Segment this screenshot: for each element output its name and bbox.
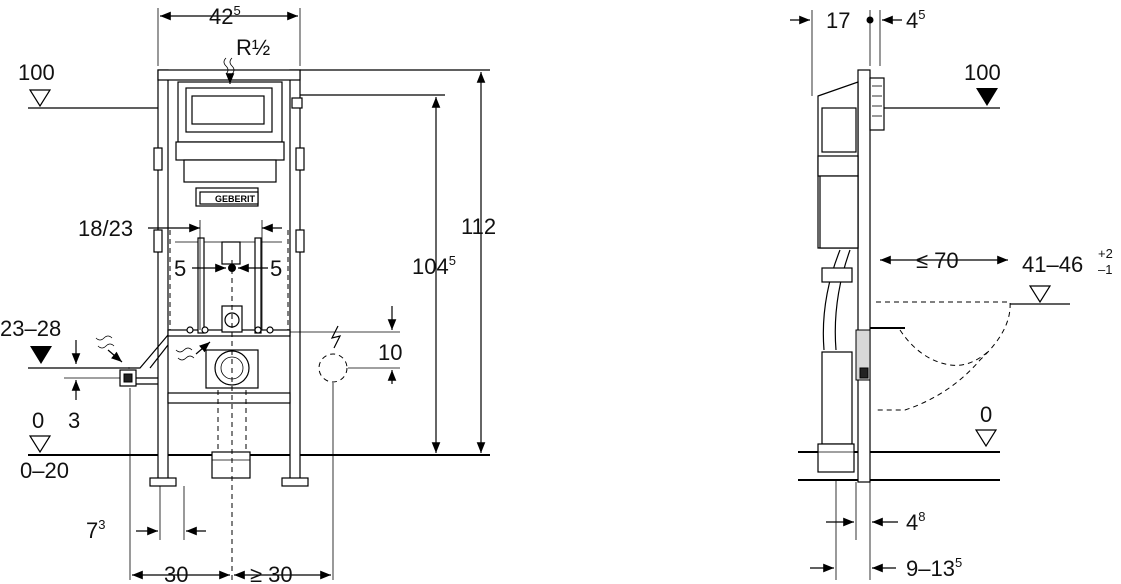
side-flush-plate [869,77,885,131]
inlet-level-marker [30,346,52,364]
frame-right-post [289,69,301,483]
front-view: GEBERIT 425 R½ 100 1045 112 18/23 5 [0,3,496,584]
frame-left-post [157,69,169,483]
dim-9-13-5: 9–135 [906,555,962,581]
dim-max-70: ≤ 70 [916,248,959,273]
electric-box [318,353,348,383]
side-level-100: 100 [964,60,1001,85]
frame-left-foot [149,477,177,487]
front-level-100: 100 [18,60,55,85]
dim-height-1045: 1045 [412,253,456,279]
side-view: 17 45 100 ≤ 70 41–46 +2 –1 0 48 [790,7,1113,581]
dim-pipe-distance: 18/23 [78,216,133,241]
dim-height-112: 112 [461,214,496,239]
dim-floor-range: 0–20 [20,458,69,483]
front-floor-zero: 0 [32,408,44,433]
dim-7-3: 73 [86,517,105,543]
side-frame-post [857,69,871,483]
frame-right-foot [281,477,309,487]
dim-10: 10 [378,340,402,365]
dim-inlet-range: 23–28 [0,316,61,341]
side-toilet-bowl [876,301,1011,411]
svg-text:+2: +2 [1098,246,1113,261]
dim-3: 3 [68,408,80,433]
side-floor-zero: 0 [980,402,992,427]
dim-seat-height: 41–46 [1022,252,1083,277]
svg-text:–1: –1 [1098,262,1112,277]
dim-min-30: ≥ 30 [250,562,293,584]
dim-offset-left: 5 [174,256,186,281]
brand-label: GEBERIT [215,194,256,204]
dim-offset-right: 5 [270,256,282,281]
side-waste-end [817,443,855,473]
dim-frame-width: 425 [209,3,241,29]
dim-depth-17: 17 [826,8,850,33]
dim-30: 30 [164,562,188,584]
side-level-marker [976,88,998,106]
waste-pipe-end [211,451,251,479]
dim-4-8: 48 [906,509,925,535]
dim-depth-4-5: 45 [906,7,925,33]
dim-thread: R½ [236,35,270,60]
